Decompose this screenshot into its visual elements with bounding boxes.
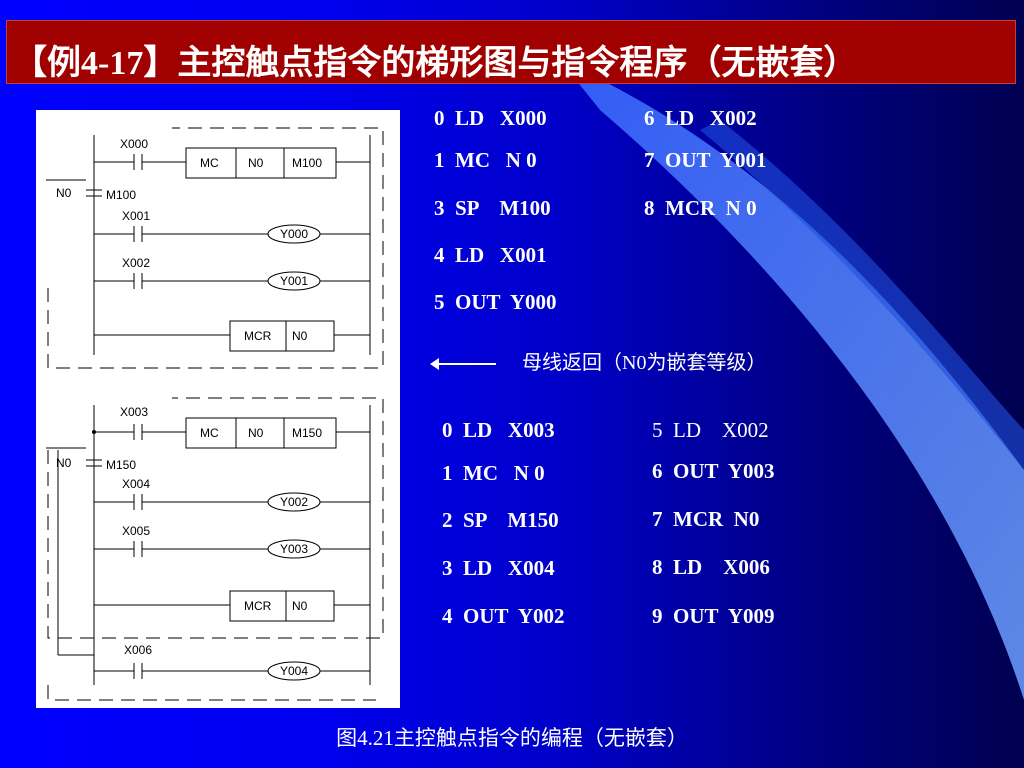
coil-y004: Y004 (280, 664, 308, 678)
program2-line-8: 7 MCR N0 (652, 507, 760, 531)
coil-y003: Y003 (280, 542, 308, 556)
program2-line-7: 6 OUT Y003 (652, 459, 775, 483)
program1-line-3: 3 SP M100 (434, 196, 551, 220)
ladder-diagram: X000 MC N0 M100 N0 M100 X001 Y000 X002 Y… (46, 127, 384, 701)
mc-relay-2: M150 (292, 426, 322, 440)
contact-x002: X002 (122, 256, 150, 270)
mcr-nest-1: N0 (292, 329, 308, 343)
slide-title: 【例4-17】主控触点指令的梯形图与指令程序（无嵌套） (13, 45, 858, 82)
program2-line-6: 5 LD X002 (652, 418, 769, 442)
mc-nest-2: N0 (248, 426, 264, 440)
contact-x004: X004 (122, 477, 150, 491)
contact-x003: X003 (120, 405, 148, 419)
program2-line-2: 1 MC N 0 (442, 461, 545, 485)
left-arrow-icon (430, 358, 496, 371)
bus-return-note: 母线返回（N0为嵌套等级） (430, 346, 767, 375)
coil-y002: Y002 (280, 495, 308, 509)
mc-nest-1: N0 (248, 156, 264, 170)
program2-line-3: 2 SP M150 (442, 508, 559, 532)
bus-return-text: 母线返回（N0为嵌套等级） (522, 352, 767, 374)
mcr-label-1: MCR (244, 329, 272, 343)
dashed-frame-1 (47, 127, 384, 369)
mc-contact-2: M150 (106, 458, 136, 472)
contact-x000: X000 (120, 137, 148, 151)
program1-line-7: 7 OUT Y001 (644, 148, 767, 172)
contact-x005: X005 (122, 524, 150, 538)
ladder-diagram-panel: X000 MC N0 M100 N0 M100 X001 Y000 X002 Y… (36, 110, 400, 708)
coil-y001: Y001 (280, 274, 308, 288)
program1-line-5: 5 OUT Y000 (434, 290, 557, 314)
title-bar: 【例4-17】主控触点指令的梯形图与指令程序（无嵌套） (6, 20, 1016, 84)
program2-line-4: 3 LD X004 (442, 556, 555, 580)
program1-line-6: 6 LD X002 (644, 106, 757, 130)
program2-line-10: 9 OUT Y009 (652, 604, 775, 628)
figure-caption: 图4.21主控触点指令的编程（无嵌套） (336, 726, 688, 750)
mcr-label-2: MCR (244, 599, 272, 613)
mc-label-1: MC (200, 156, 219, 170)
nest-label-1: N0 (56, 186, 72, 200)
contact-x006: X006 (124, 643, 152, 657)
program1-line-1: 0 LD X000 (434, 106, 547, 130)
mcr-nest-2: N0 (292, 599, 308, 613)
program2-line-5: 4 OUT Y002 (442, 604, 565, 628)
coil-y000: Y000 (280, 227, 308, 241)
nest-label-2: N0 (56, 456, 72, 470)
program1-line-2: 1 MC N 0 (434, 148, 537, 172)
mc-label-2: MC (200, 426, 219, 440)
contact-x001: X001 (122, 209, 150, 223)
mc-contact-1: M100 (106, 188, 136, 202)
mc-relay-1: M100 (292, 156, 322, 170)
program2-line-9: 8 LD X006 (652, 555, 770, 579)
program1-line-8: 8 MCR N 0 (644, 196, 757, 220)
program2-line-1: 0 LD X003 (442, 418, 555, 442)
program1-line-4: 4 LD X001 (434, 243, 547, 267)
